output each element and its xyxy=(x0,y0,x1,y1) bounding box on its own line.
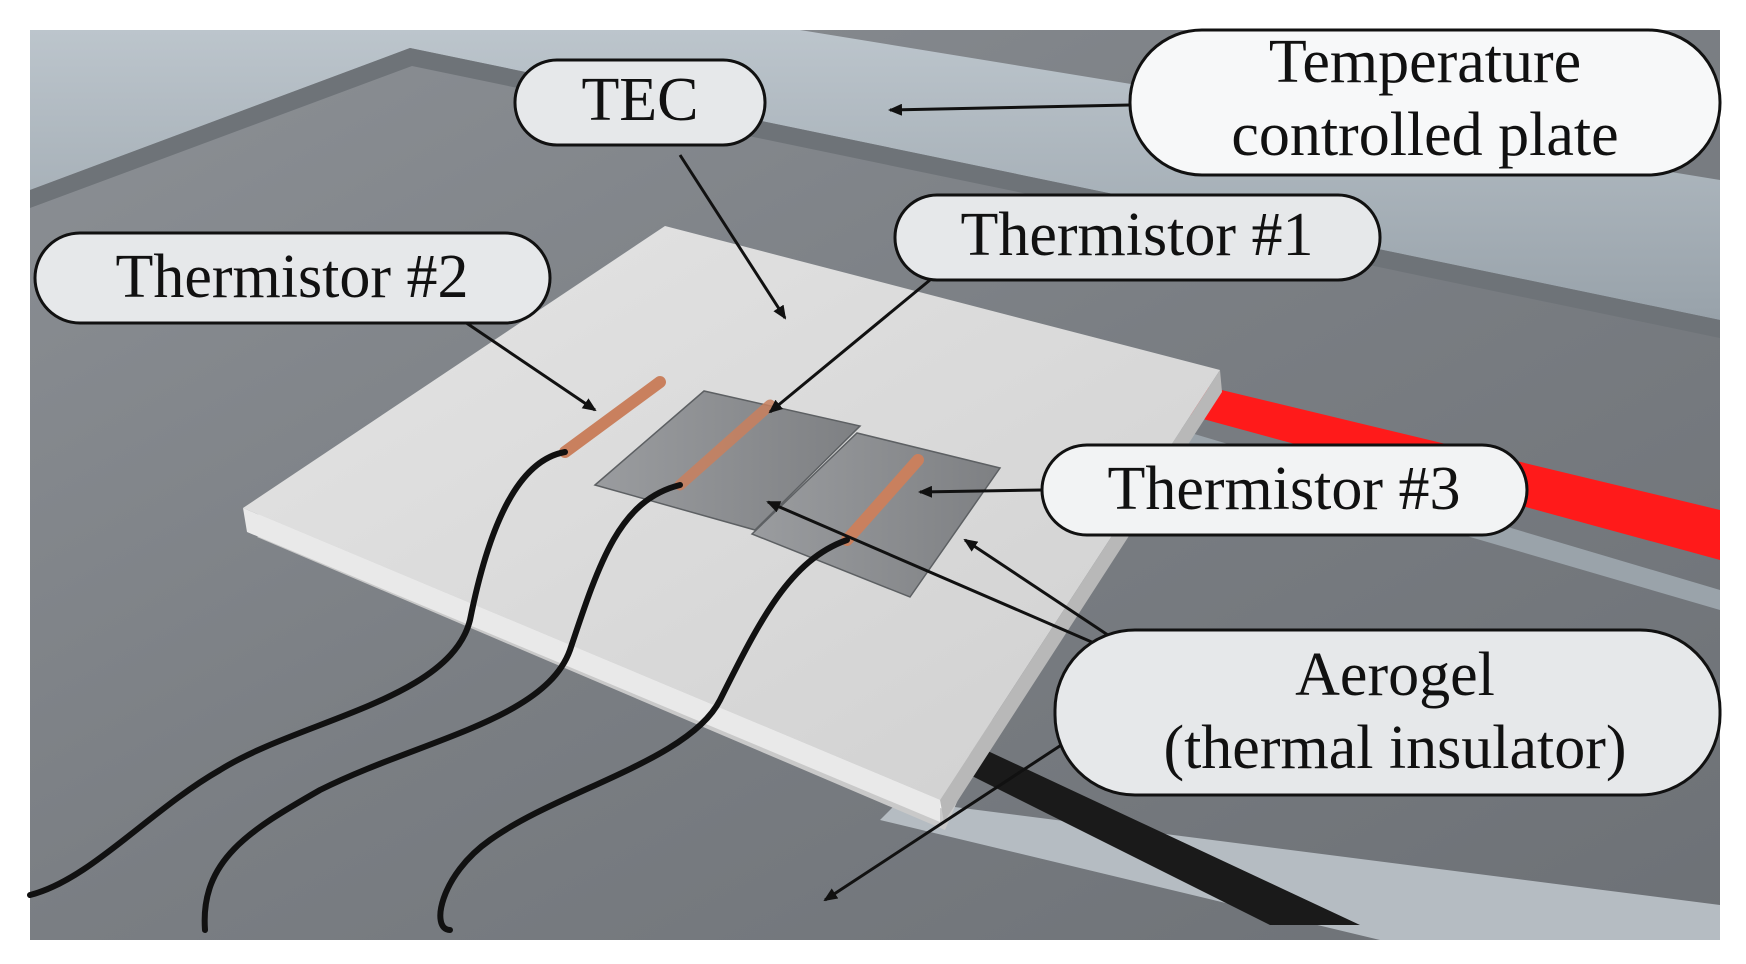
arrow-thermistor-1 xyxy=(768,278,931,414)
black-cable xyxy=(940,738,1360,925)
callout-tec-box xyxy=(513,58,767,147)
callout-plate-box xyxy=(1128,28,1722,177)
callout-tec-text: TEC xyxy=(581,66,698,134)
callout-aerogel-line-1: Aerogel xyxy=(1295,641,1495,709)
arrow-tec xyxy=(678,154,787,320)
callout-thermistor-3-text: Thermistor #3 xyxy=(1108,455,1461,523)
callout-tec: TEC xyxy=(513,58,767,147)
aerogel-piece-left xyxy=(593,390,862,531)
wire-thermistor-1 xyxy=(201,482,683,933)
wire-thermistor-3 xyxy=(437,537,850,933)
thermistor-2-body xyxy=(559,376,666,458)
callout-thermistor-1: Thermistor #1 xyxy=(893,193,1382,282)
wire-thermistor-2 xyxy=(27,449,568,898)
callout-thermistor-2-text: Thermistor #2 xyxy=(116,243,469,311)
thermistor-wires xyxy=(27,449,850,933)
callout-thermistor-3: Thermistor #3 xyxy=(1040,443,1529,537)
thermistor-3-body xyxy=(841,454,924,546)
callout-aerogel-line-2: (thermal insulator) xyxy=(1163,714,1626,782)
callout-aerogel: Aerogel (thermal insulator) xyxy=(1053,628,1722,797)
callout-thermistor-1-box xyxy=(893,193,1382,282)
thermistors xyxy=(559,376,924,546)
arrow-plate xyxy=(888,103,1131,116)
callout-thermistor-1-text: Thermistor #1 xyxy=(961,201,1314,269)
callout-plate-line-1: Temperature xyxy=(1269,28,1581,96)
arrow-thermistor-2 xyxy=(461,318,597,412)
arrow-thermistor-3 xyxy=(918,485,1043,498)
tec-front-edge xyxy=(243,508,940,822)
callout-plate-line-2: controlled plate xyxy=(1231,101,1618,169)
callout-plate: Temperature controlled plate xyxy=(1128,28,1722,177)
callout-thermistor-2: Thermistor #2 xyxy=(33,231,552,325)
callout-aerogel-box xyxy=(1053,628,1722,797)
callout-thermistor-3-box xyxy=(1040,443,1529,537)
callout-thermistor-2-box xyxy=(33,231,552,325)
thermistor-1-body xyxy=(674,399,776,491)
